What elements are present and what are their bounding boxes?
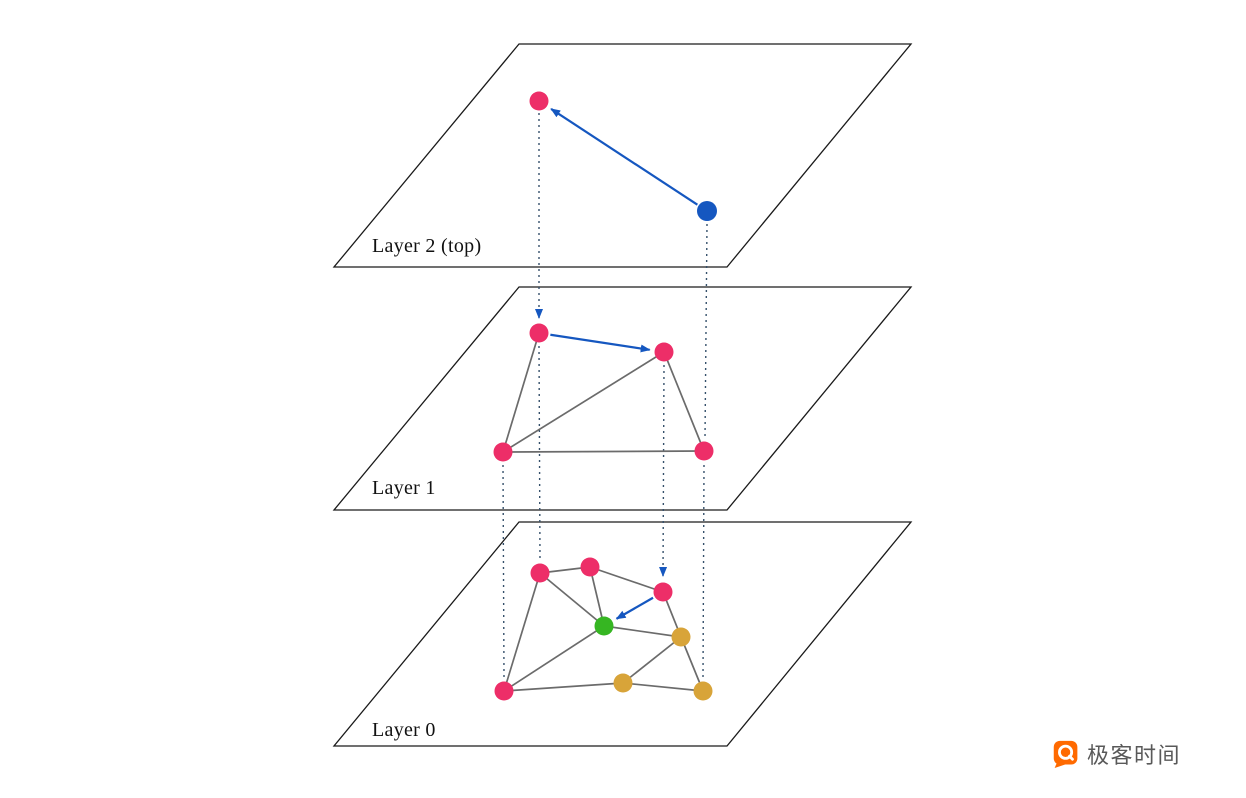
node-l0-y3 bbox=[693, 681, 713, 701]
node-l0-y1 bbox=[671, 627, 691, 647]
edge-l0-y1--l0-y2 bbox=[622, 636, 682, 684]
edge-l1-a--l1-c bbox=[502, 332, 540, 453]
plane-layer-1 bbox=[332, 286, 913, 511]
node-l0-n2 bbox=[580, 557, 600, 577]
edge-l0-n4--l0-y2 bbox=[503, 682, 624, 692]
node-l2-a bbox=[529, 91, 549, 111]
search-arrow-l1-a--l1-b bbox=[550, 333, 651, 353]
plane-label-layer-1: Layer 1 bbox=[372, 477, 436, 499]
node-l2-entry bbox=[697, 201, 717, 221]
node-l1-d bbox=[694, 441, 714, 461]
edge-l0-n2--l0-n3 bbox=[589, 566, 664, 593]
edge-l0-y2--l0-y3 bbox=[622, 682, 704, 692]
edge-l0-n1--l0-n4 bbox=[503, 572, 541, 692]
node-l0-n4 bbox=[494, 681, 514, 701]
brand-logo: 极客时间 bbox=[1052, 738, 1181, 770]
edge-l0-n2--l0-target bbox=[589, 566, 605, 627]
layer-planes bbox=[332, 43, 913, 747]
search-path-arrows bbox=[550, 108, 698, 620]
edge-l0-n4--l0-target bbox=[503, 625, 605, 692]
plane-layer-0 bbox=[332, 521, 913, 747]
node-l0-target bbox=[594, 616, 614, 636]
plane-label-layer-0: Layer 0 bbox=[372, 719, 436, 741]
edge-l1-c--l1-d bbox=[502, 450, 705, 453]
brand-text: 极客时间 bbox=[1087, 743, 1182, 768]
edge-l0-n1--l0-target bbox=[539, 572, 605, 627]
edge-l0-target--l0-y1 bbox=[603, 625, 682, 638]
node-l1-a bbox=[529, 323, 549, 343]
node-l0-n3 bbox=[653, 582, 673, 602]
plane-label-layer-2: Layer 2 (top) bbox=[372, 235, 481, 257]
node-l1-b bbox=[654, 342, 674, 362]
cross-layer-links bbox=[502, 113, 708, 679]
cross-layer-link-2 bbox=[659, 364, 668, 577]
edge-l1-b--l1-d bbox=[663, 351, 705, 452]
edge-l1-b--l1-c bbox=[502, 351, 665, 453]
node-l0-y2 bbox=[613, 673, 633, 693]
graph-nodes bbox=[493, 91, 717, 701]
search-arrow-l2-entry--l2-a bbox=[550, 108, 698, 206]
edge-l0-y1--l0-y3 bbox=[680, 636, 704, 692]
node-l0-n1 bbox=[530, 563, 550, 583]
node-l1-c bbox=[493, 442, 513, 462]
layer-labels: Layer 2 (top) Layer 1 Layer 0 bbox=[372, 235, 481, 741]
geektime-icon bbox=[1053, 740, 1078, 768]
search-arrow-l0-n3--l0-target bbox=[615, 596, 654, 620]
